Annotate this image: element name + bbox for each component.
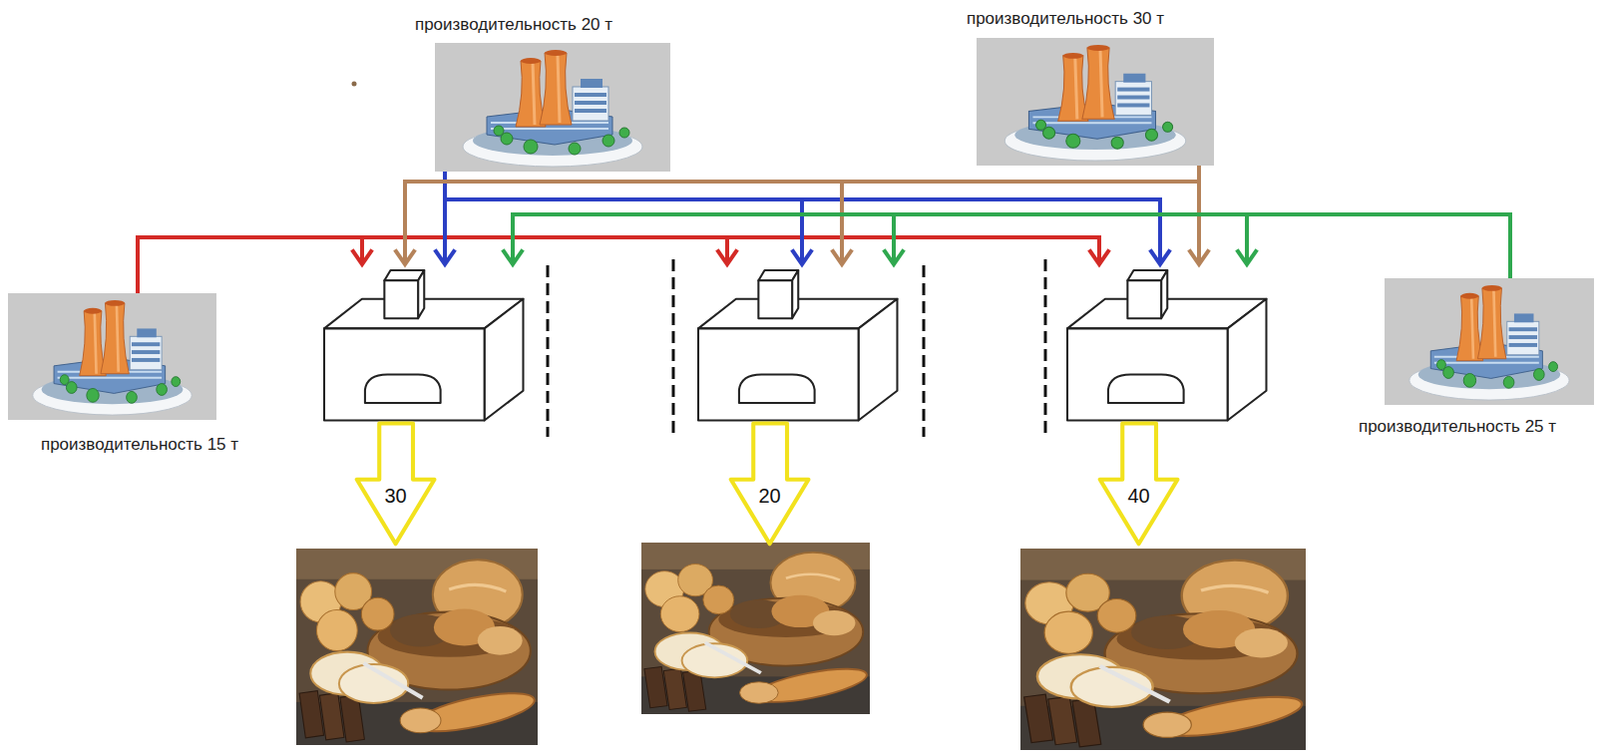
oven-picture bbox=[324, 267, 524, 548]
mill-node: производительность 30 т bbox=[966, 8, 1214, 166]
supply-line bbox=[137, 237, 1109, 294]
arrow-head bbox=[1090, 251, 1109, 265]
mill-picture bbox=[1384, 278, 1595, 405]
mill-picture bbox=[976, 37, 1214, 166]
bread-picture bbox=[641, 542, 870, 715]
demand-number: 20 bbox=[758, 484, 781, 507]
divider-lines bbox=[547, 259, 1046, 437]
divider-line bbox=[546, 265, 550, 437]
demand-number: 40 bbox=[1127, 484, 1150, 507]
supply-line bbox=[137, 237, 372, 294]
arrow-head bbox=[884, 251, 903, 265]
mill-node: производительность 20 т bbox=[414, 14, 671, 172]
speck bbox=[352, 81, 358, 87]
arrow-head bbox=[718, 251, 737, 265]
mill-node: производительность 25 т bbox=[1358, 278, 1595, 437]
supply-line bbox=[137, 237, 737, 294]
output-arrow bbox=[1100, 423, 1179, 545]
supply-line-path bbox=[137, 237, 728, 294]
mill-picture bbox=[7, 293, 217, 420]
bread-picture bbox=[296, 548, 538, 746]
arrow-head bbox=[832, 251, 851, 265]
supply-line bbox=[444, 171, 811, 265]
arrow-head bbox=[1190, 251, 1208, 265]
capacity-label: производительность 30 т bbox=[966, 8, 1165, 29]
supply-line-path bbox=[1246, 214, 1511, 279]
oven-picture bbox=[698, 267, 898, 548]
supply-line-path bbox=[137, 237, 363, 294]
supply-line bbox=[444, 171, 1170, 265]
bakery-node: 40 bbox=[1067, 267, 1267, 548]
capacity-label: производительность 20 т bbox=[414, 14, 613, 35]
arrow-head bbox=[503, 251, 522, 265]
arrow-head bbox=[396, 251, 414, 265]
bakery-node: 20 bbox=[698, 267, 898, 548]
output-arrow bbox=[731, 423, 809, 545]
divider-line bbox=[672, 259, 676, 435]
arrow-head bbox=[793, 251, 811, 265]
output-arrow bbox=[357, 423, 435, 545]
supply-line-path bbox=[512, 214, 1511, 279]
arrow-head bbox=[1151, 251, 1170, 265]
supply-line-path bbox=[444, 171, 802, 264]
divider-line bbox=[922, 265, 926, 437]
bread-picture bbox=[1020, 548, 1306, 751]
mill-picture bbox=[434, 42, 671, 172]
oven-picture bbox=[1067, 267, 1267, 548]
supply-line bbox=[503, 214, 1511, 279]
supply-line bbox=[1237, 214, 1511, 279]
supply-line-path bbox=[893, 214, 1511, 279]
arrow-head bbox=[1237, 251, 1256, 265]
bakery-node: 30 bbox=[324, 267, 524, 548]
arrow-head bbox=[353, 251, 372, 265]
capacity-label: производительность 25 т bbox=[1358, 416, 1557, 437]
demand-number: 30 bbox=[384, 484, 406, 507]
supply-line-path bbox=[137, 237, 1100, 294]
capacity-label: производительность 15 т bbox=[40, 434, 239, 455]
supply-line-path bbox=[444, 171, 1161, 264]
supply-line bbox=[884, 214, 1511, 279]
mill-node: производительность 15 т bbox=[7, 293, 239, 455]
divider-line bbox=[1044, 259, 1048, 433]
arrow-head bbox=[435, 251, 454, 265]
